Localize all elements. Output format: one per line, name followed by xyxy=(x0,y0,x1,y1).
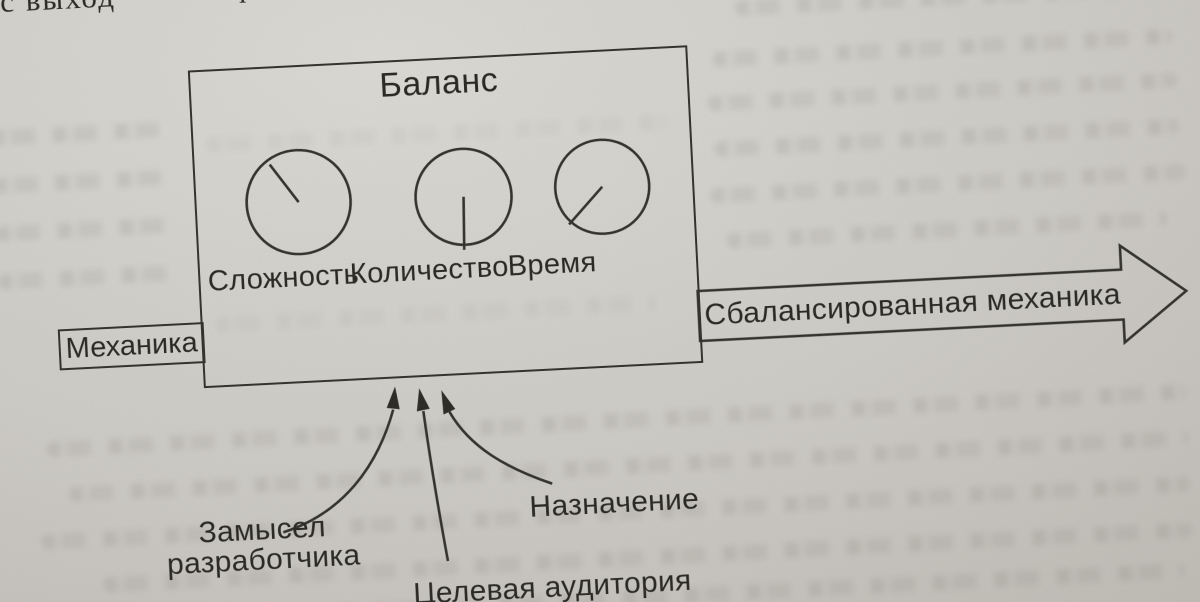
influence-arrowhead-designer-intent xyxy=(386,386,400,410)
label-purpose: Назначение xyxy=(528,482,700,524)
bleed-through-row xyxy=(714,118,1180,158)
bleed-through-row xyxy=(707,72,1178,112)
bleed-through-row xyxy=(0,217,181,242)
bleed-through-row xyxy=(734,0,1156,16)
bleed-through-row xyxy=(0,169,174,194)
output-arrow-label: Сбалансированная механика xyxy=(703,277,1122,332)
bleed-through-row xyxy=(726,211,1167,249)
bleed-through-row xyxy=(710,164,1187,204)
clipped-page-text: с выход xyxy=(0,0,117,20)
mechanics-input-label: Механика xyxy=(64,326,199,366)
clipped-page-text-fragment: т xyxy=(235,0,249,11)
bleed-through-row xyxy=(712,28,1173,67)
label-designer-intent: Замысел разработчика xyxy=(142,509,385,581)
influence-arrowhead-target-audience xyxy=(416,388,430,412)
dial-label-time: Время xyxy=(506,246,598,283)
bleed-through-row xyxy=(0,265,174,290)
bleed-through-row xyxy=(0,121,177,146)
influence-arrowhead-purpose xyxy=(441,390,456,415)
